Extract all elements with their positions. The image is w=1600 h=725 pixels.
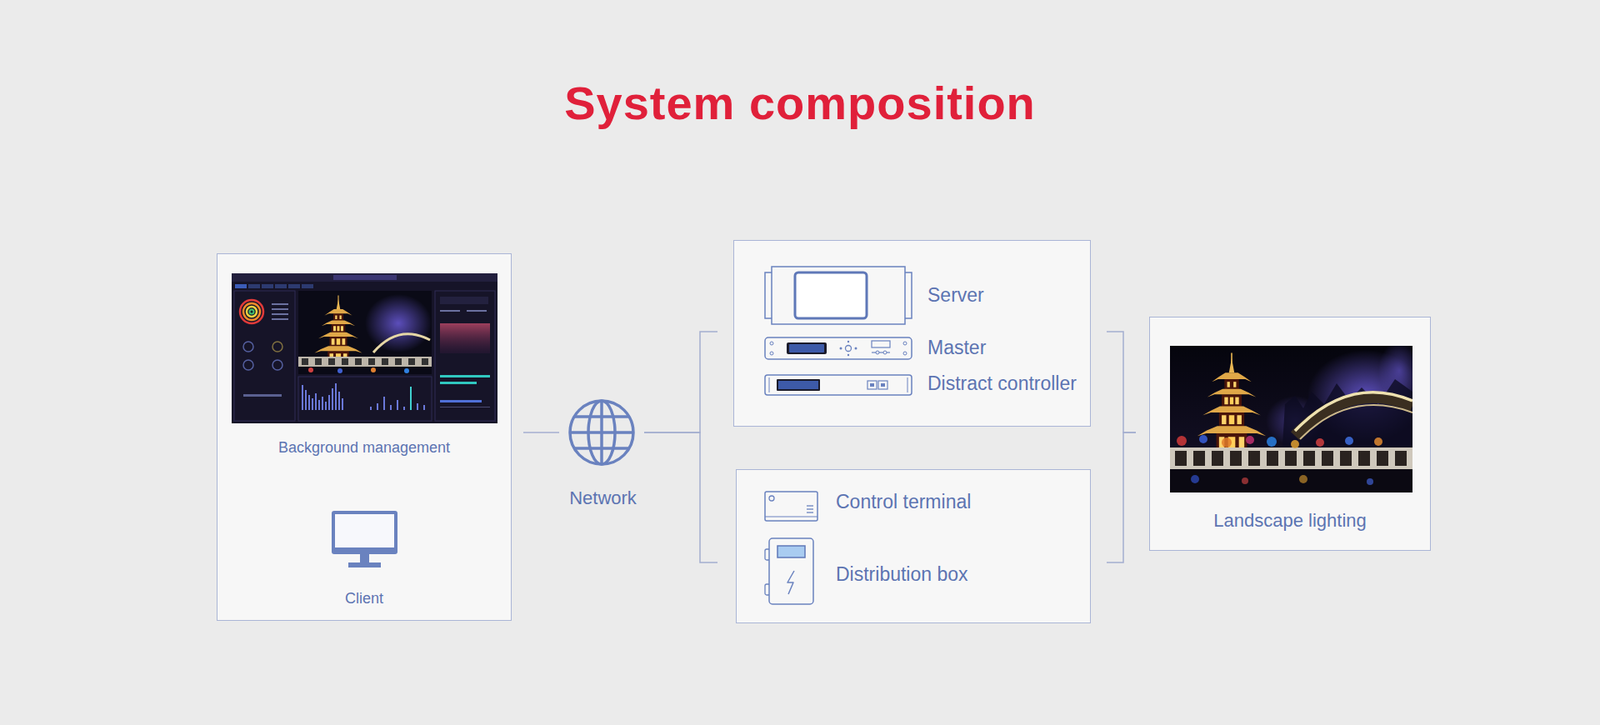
device-label: Distract controller (927, 372, 1077, 396)
device-label: Distribution box (835, 563, 969, 587)
control-terminal-icon (764, 490, 819, 522)
device-label: Master (927, 336, 986, 360)
connector-line (644, 331, 718, 433)
connector-line (644, 432, 718, 563)
panel-label: Client (345, 590, 384, 609)
management-panel: Background managementClient (216, 253, 512, 621)
client-monitor-icon (330, 509, 400, 570)
device-label: Server (927, 284, 985, 308)
device-group-box: Control terminalDistribution box (735, 469, 1091, 624)
connector-line (1106, 331, 1136, 433)
network-node: Network (555, 398, 650, 512)
diagram-title: System composition (0, 75, 1600, 131)
connector-line (523, 432, 560, 434)
device-label: Control terminal (835, 490, 971, 515)
master-icon (764, 336, 913, 360)
panel-label: Background management (278, 439, 450, 458)
distract-controller-icon (764, 374, 913, 396)
device-group-box: ServerMasterDistract controller (733, 240, 1091, 427)
dashboard-screenshot (231, 273, 498, 424)
distribution-box-icon (764, 537, 815, 605)
network-globe-icon (567, 398, 636, 467)
server-icon (764, 265, 913, 325)
landscape-lighting-photo (1170, 345, 1413, 493)
connector-line (1106, 432, 1136, 563)
panel-label: Landscape lighting (1213, 510, 1366, 532)
lighting-panel: Landscape lighting (1149, 316, 1431, 551)
network-label: Network (569, 487, 637, 510)
